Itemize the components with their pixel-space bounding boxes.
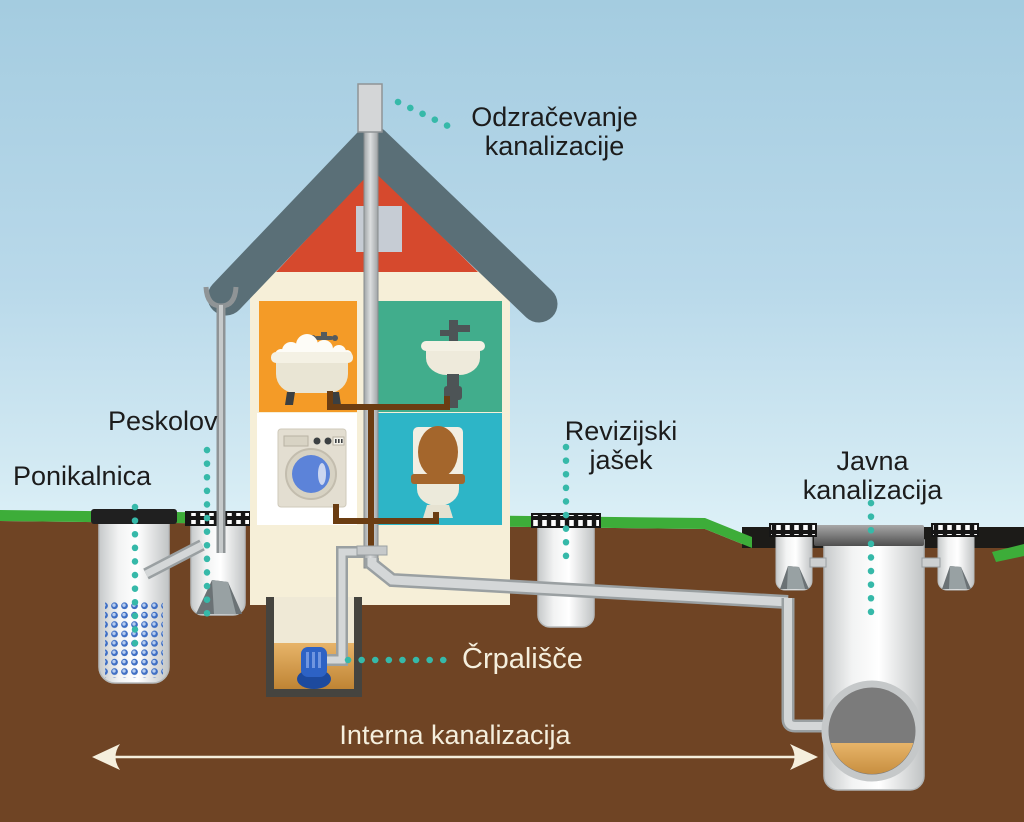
label-inspection-shaft: Revizijski jašek <box>564 416 678 476</box>
bathtub-icon <box>271 332 353 405</box>
internal-sewer-span-arrow <box>92 744 818 770</box>
vent-stack <box>357 83 383 569</box>
overflow-pipe <box>143 539 205 580</box>
soakaway-perforations <box>105 600 163 678</box>
leader-vent <box>394 98 454 131</box>
soakaway-cap <box>91 509 177 524</box>
label-sand-trap: Peskolov <box>108 406 218 436</box>
public-sewer-manhole <box>781 525 925 791</box>
house <box>207 125 558 605</box>
manhole-cover <box>814 525 924 546</box>
label-vent: Odzračevanje kanalizacije <box>471 102 638 162</box>
pumping-station <box>266 546 364 697</box>
main-sewer-pipe <box>365 558 789 609</box>
storm-inlet-right <box>921 523 979 591</box>
washing-machine-icon <box>277 428 347 508</box>
vent-cap <box>357 83 383 133</box>
pipe-junction <box>356 545 388 556</box>
house-connection-drop <box>781 598 830 733</box>
storm-inlet-left <box>769 523 827 591</box>
leader-lines <box>131 98 875 664</box>
sink-icon <box>421 320 485 408</box>
label-pumping-station: Črpališče <box>462 643 583 675</box>
label-internal-sewer: Interna kanalizacija <box>339 720 571 750</box>
label-public-sewer: Javna kanalizacija <box>802 446 943 506</box>
attic-window <box>356 206 402 252</box>
toilet-icon <box>411 426 465 518</box>
label-soakaway: Ponikalnica <box>13 461 152 491</box>
downspout <box>203 286 239 553</box>
waste-pipes <box>327 391 450 549</box>
